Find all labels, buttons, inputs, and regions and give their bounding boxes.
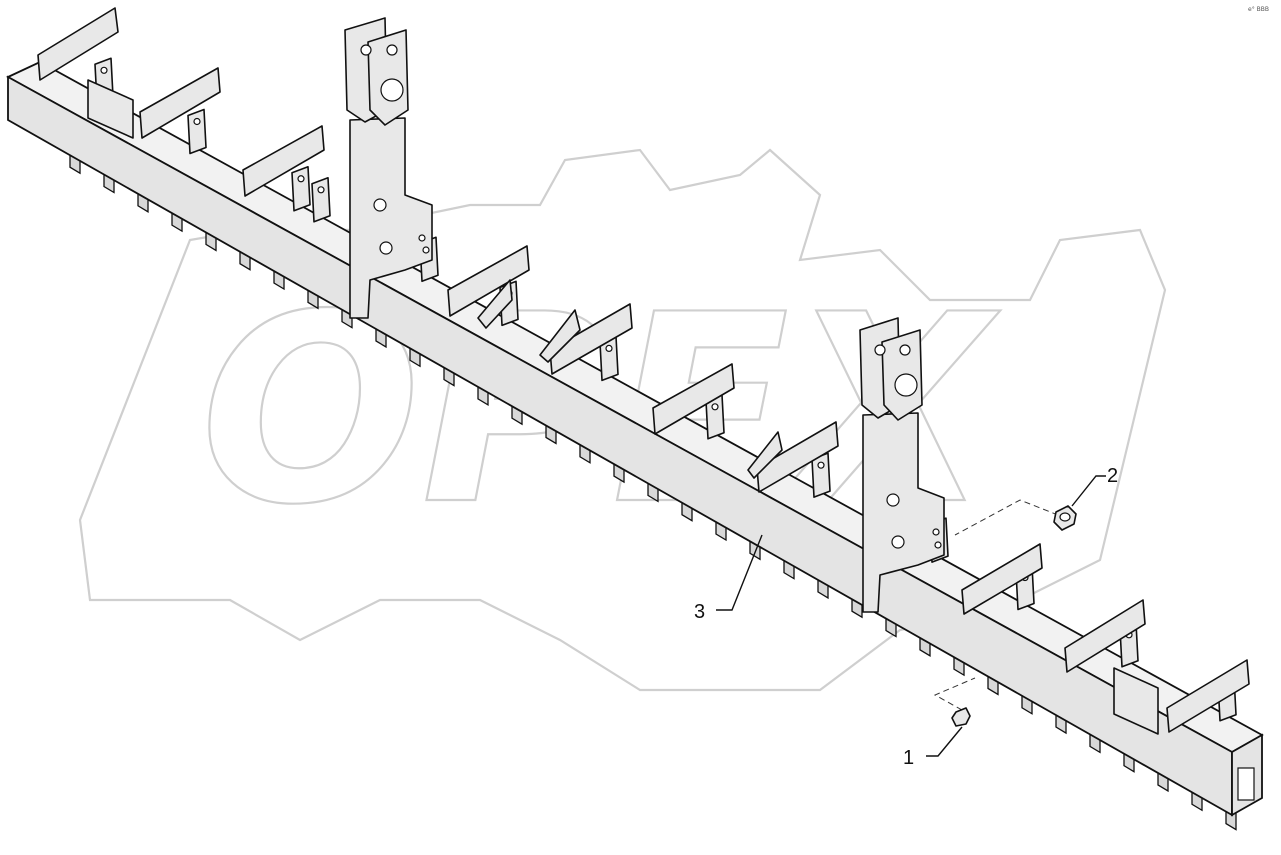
lug-hole	[193, 117, 201, 126]
hitch-upright	[349, 117, 433, 319]
main-beam	[6, 60, 1264, 817]
flat-plate	[961, 543, 1043, 615]
clevis-hole	[360, 44, 372, 56]
flat-plate	[1064, 599, 1146, 673]
mount-lug	[291, 165, 311, 212]
beam-end-opening	[1237, 767, 1255, 801]
mount-hole	[418, 234, 426, 242]
mount-lug	[187, 108, 207, 155]
lug-hole	[711, 403, 719, 411]
clevis-hole	[874, 344, 886, 356]
leader-line-2	[1071, 475, 1106, 507]
hitch-upright	[862, 412, 945, 613]
corner-code: e° BBB	[1248, 6, 1269, 13]
mount-lug	[311, 177, 331, 223]
watermark-gear-outline	[78, 148, 1167, 692]
flat-plate	[447, 245, 530, 317]
flat-plate	[652, 363, 735, 435]
assembly-line	[933, 677, 976, 711]
leader-line-3	[716, 534, 763, 611]
lug-hole	[297, 175, 305, 183]
callouts: 1 2 3	[694, 465, 1118, 769]
callout-number-3: 3	[694, 601, 705, 623]
flat-plate	[242, 125, 325, 197]
gusset	[477, 279, 513, 329]
bracket-plate	[87, 79, 134, 139]
assembly-line	[954, 499, 1059, 536]
flat-plate	[139, 67, 221, 139]
bracket-plate	[1113, 667, 1159, 735]
callout-number-2: 2	[1107, 465, 1118, 487]
callout-number-1: 1	[903, 747, 914, 769]
mount-hole	[886, 493, 900, 507]
clevis-hole	[899, 344, 911, 356]
clevis-pin-hole	[894, 373, 918, 397]
nut-part-1	[951, 707, 971, 727]
hitch-clevis-plate	[367, 29, 409, 126]
mount-hole	[934, 541, 942, 549]
mount-hole	[891, 535, 905, 549]
hitch-tower-left	[344, 17, 433, 319]
gusset	[539, 309, 581, 363]
fasteners	[933, 499, 1077, 727]
mount-hole	[379, 241, 393, 255]
flat-plate	[1166, 659, 1250, 733]
mount-hole	[373, 198, 387, 212]
lug-hole	[100, 66, 108, 74]
flat-plates	[37, 7, 1250, 733]
beam-front-face	[7, 75, 1233, 817]
clevis-hole	[386, 44, 398, 56]
leader-line-1	[926, 726, 963, 757]
mount-hole	[932, 528, 940, 536]
hitch-tower-right	[859, 317, 945, 613]
gussets	[477, 279, 783, 479]
lug-hole	[817, 461, 825, 469]
lug-hole	[605, 344, 613, 353]
bushing-bore	[1059, 512, 1071, 522]
clevis-pin-hole	[380, 78, 404, 102]
lug-hole	[317, 186, 325, 194]
flat-plate	[756, 421, 839, 493]
bracket-plates	[87, 79, 1159, 735]
flat-plate	[37, 7, 119, 81]
mount-hole	[422, 246, 430, 254]
flat-plate	[549, 303, 633, 375]
gusset	[747, 431, 783, 479]
